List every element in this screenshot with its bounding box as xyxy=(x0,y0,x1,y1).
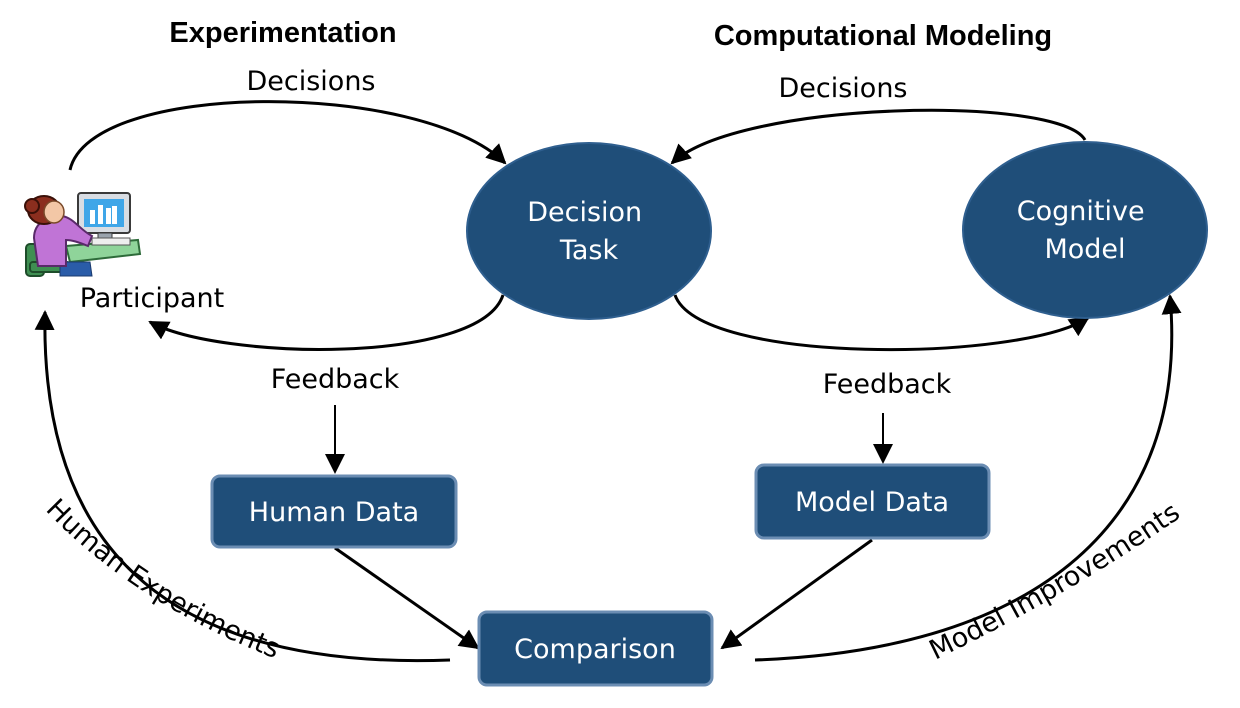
decisions-label-left: Decisions xyxy=(246,66,375,97)
participant-label: Participant xyxy=(80,283,225,314)
cognitive-model-line-1: Cognitive xyxy=(1017,196,1145,227)
decision-task-node: Decision Task xyxy=(466,142,712,320)
model-data-label: Model Data xyxy=(795,487,949,518)
feedback-label-right: Feedback xyxy=(823,369,952,400)
comparison-label: Comparison xyxy=(514,634,676,665)
feedback-arrow-left xyxy=(148,294,505,351)
feedback-arrow-right xyxy=(673,294,1090,352)
model-data-node: Model Data xyxy=(754,463,991,540)
cognitive-model-node: Cognitive Model xyxy=(962,141,1208,319)
human-data-to-comparison-arrow xyxy=(334,546,480,650)
computational-modeling-heading: Computational Modeling xyxy=(714,20,1052,52)
decisions-label-right: Decisions xyxy=(778,73,907,104)
decisions-arrow-right xyxy=(670,108,1087,165)
decisions-arrow-left xyxy=(68,100,507,171)
comparison-node: Comparison xyxy=(477,610,714,687)
decision-task-line-2: Task xyxy=(559,235,619,266)
cognitive-model-text: Cognitive Model xyxy=(1017,196,1153,265)
decision-task-line-1: Decision xyxy=(527,197,642,228)
model-data-to-comparison-arrow xyxy=(720,538,873,650)
human-data-label: Human Data xyxy=(249,497,419,528)
person-at-computer-icon xyxy=(24,192,142,277)
human-experiments-arrow xyxy=(34,310,451,663)
cognitive-model-line-2: Model xyxy=(1044,234,1125,265)
human-data-node: Human Data xyxy=(210,474,458,549)
experimentation-heading: Experimentation xyxy=(169,17,396,49)
decision-task-text: Decision Task xyxy=(527,197,651,266)
feedback-label-left: Feedback xyxy=(271,364,400,395)
model-improvements-arrow xyxy=(754,294,1182,662)
